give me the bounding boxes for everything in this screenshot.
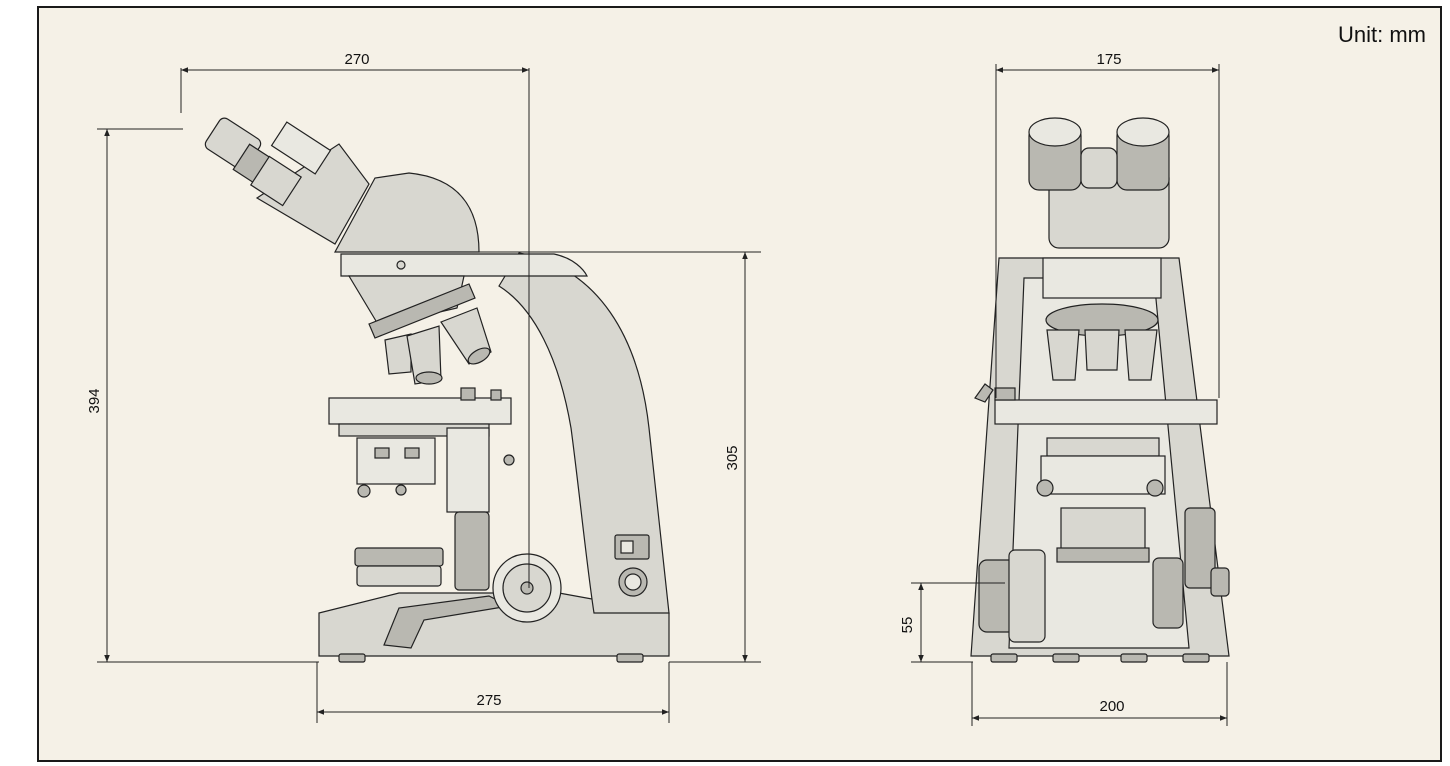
front-nosepiece <box>1042 257 1162 381</box>
stage <box>328 387 512 437</box>
front-feet <box>990 653 1210 663</box>
technical-drawing: 270 394 305 275 <box>86 51 1230 726</box>
nosepiece <box>347 275 492 385</box>
field-lens <box>354 547 444 587</box>
dim-total-height: 394 <box>86 388 103 413</box>
dim-arm-height: 305 <box>724 445 741 470</box>
front-view: 175 55 200 <box>899 51 1230 726</box>
front-condenser <box>1036 437 1166 563</box>
condenser <box>356 437 436 498</box>
front-eyepieces <box>1028 117 1170 249</box>
front-focus-knobs <box>978 507 1230 643</box>
binocular-head <box>204 117 480 253</box>
microscope-arm <box>498 252 670 614</box>
drawing-frame: Unit: mm <box>37 6 1442 762</box>
dim-base-width: 200 <box>1099 698 1124 715</box>
front-stage <box>974 383 1218 425</box>
front-dimensions: 175 55 200 <box>899 51 1228 726</box>
dim-base-depth: 275 <box>476 692 501 709</box>
side-view: 270 394 305 275 <box>86 51 761 723</box>
dim-width-top: 270 <box>344 51 369 68</box>
dim-focus-knob-height: 55 <box>899 617 916 634</box>
arm-top <box>340 253 588 277</box>
side-dimensions: 270 394 305 275 <box>86 51 761 723</box>
focus-knob <box>446 427 562 623</box>
dim-head-width: 175 <box>1096 51 1121 68</box>
unit-label: Unit: mm <box>1338 22 1426 47</box>
